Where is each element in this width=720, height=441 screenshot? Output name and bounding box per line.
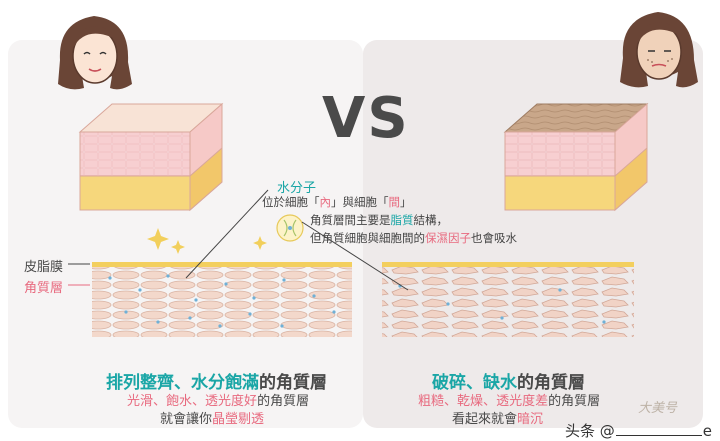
left-heading: 排列整齊、水分飽滿的角質層: [106, 368, 327, 393]
watermark-logo: 大美号: [638, 401, 678, 416]
text-seg: 的角質層: [548, 394, 601, 409]
watermark: 头条 @ e: [565, 420, 712, 441]
text-seg: 位於細胞「: [262, 195, 320, 209]
text-seg: 結構，: [413, 213, 449, 227]
watermark-text: 头条 @: [565, 422, 615, 440]
vs-text: VS: [322, 86, 410, 151]
text-seg: 內: [319, 195, 332, 209]
face-dull-icon: [620, 12, 698, 88]
text-seg: 」與細胞「: [331, 195, 389, 209]
right-caption-line1: 粗糙、乾燥、透光度差的角質層: [418, 390, 600, 409]
text-seg: 透光度好: [205, 394, 258, 409]
watermark-suffix: e: [702, 422, 713, 440]
watermark-blank: [615, 435, 702, 436]
annotation-line1: 位於細胞「內」與細胞「間」: [262, 194, 412, 210]
skin-block-rough: [503, 102, 649, 212]
annotation-title: 水分子: [277, 181, 317, 196]
text-seg: 、: [444, 394, 458, 409]
text-seg: 缺水: [483, 373, 517, 393]
text-seg: 暗沉: [517, 412, 544, 427]
text-seg: 透光度差: [496, 394, 549, 409]
sparkle-icon: [147, 228, 267, 254]
text-seg: 晶瑩剔透: [212, 412, 265, 427]
text-seg: 也會吸水: [471, 231, 517, 245]
cross-section-rough: [382, 262, 634, 337]
annotation-line2: 角質層間主要是脂質結構，: [310, 212, 448, 228]
text-seg: 乾燥: [457, 394, 484, 409]
text-seg: 的角質層: [257, 394, 310, 409]
text-seg: 保濕因子: [425, 231, 471, 245]
text-seg: 看起來就會: [452, 412, 518, 427]
text-seg: 光滑、: [127, 394, 167, 409]
text-seg: 就會讓你: [160, 412, 213, 427]
text-seg: 破碎、: [432, 373, 483, 393]
right-heading: 破碎、缺水的角質層: [432, 368, 585, 393]
text-seg: 的角質層: [517, 373, 585, 393]
text-seg: 脂質: [390, 213, 414, 227]
text-seg: 但角質細胞與細胞間的: [310, 231, 425, 245]
leader-lines: [68, 189, 409, 291]
text-seg: 的角質層: [259, 373, 327, 393]
text-seg: 水分飽滿: [191, 373, 259, 393]
face-smooth-icon: [58, 16, 132, 90]
text-seg: 間: [388, 195, 401, 209]
water-molecule-icon: [276, 214, 304, 242]
cross-section-smooth: [92, 262, 352, 337]
label-sebum-film: 皮脂膜: [24, 260, 64, 275]
text-seg: 、: [192, 394, 206, 409]
skin-block-smooth: [78, 102, 224, 212]
annotation-line3: 但角質細胞與細胞間的保濕因子也會吸水: [310, 230, 517, 246]
right-caption-line2: 看起來就會暗沉: [452, 408, 543, 427]
text-seg: 角質層間主要是: [310, 213, 391, 227]
left-caption-line1: 光滑、飽水、透光度好的角質層: [127, 390, 309, 409]
text-seg: 排列整齊、: [106, 373, 191, 393]
text-seg: 、: [483, 394, 497, 409]
text-seg: 粗糙: [418, 394, 445, 409]
text-seg: 」: [400, 195, 412, 209]
text-seg: 飽水: [166, 394, 193, 409]
left-caption-line2: 就會讓你晶瑩剔透: [160, 408, 264, 427]
label-stratum-corneum: 角質層: [24, 281, 64, 296]
